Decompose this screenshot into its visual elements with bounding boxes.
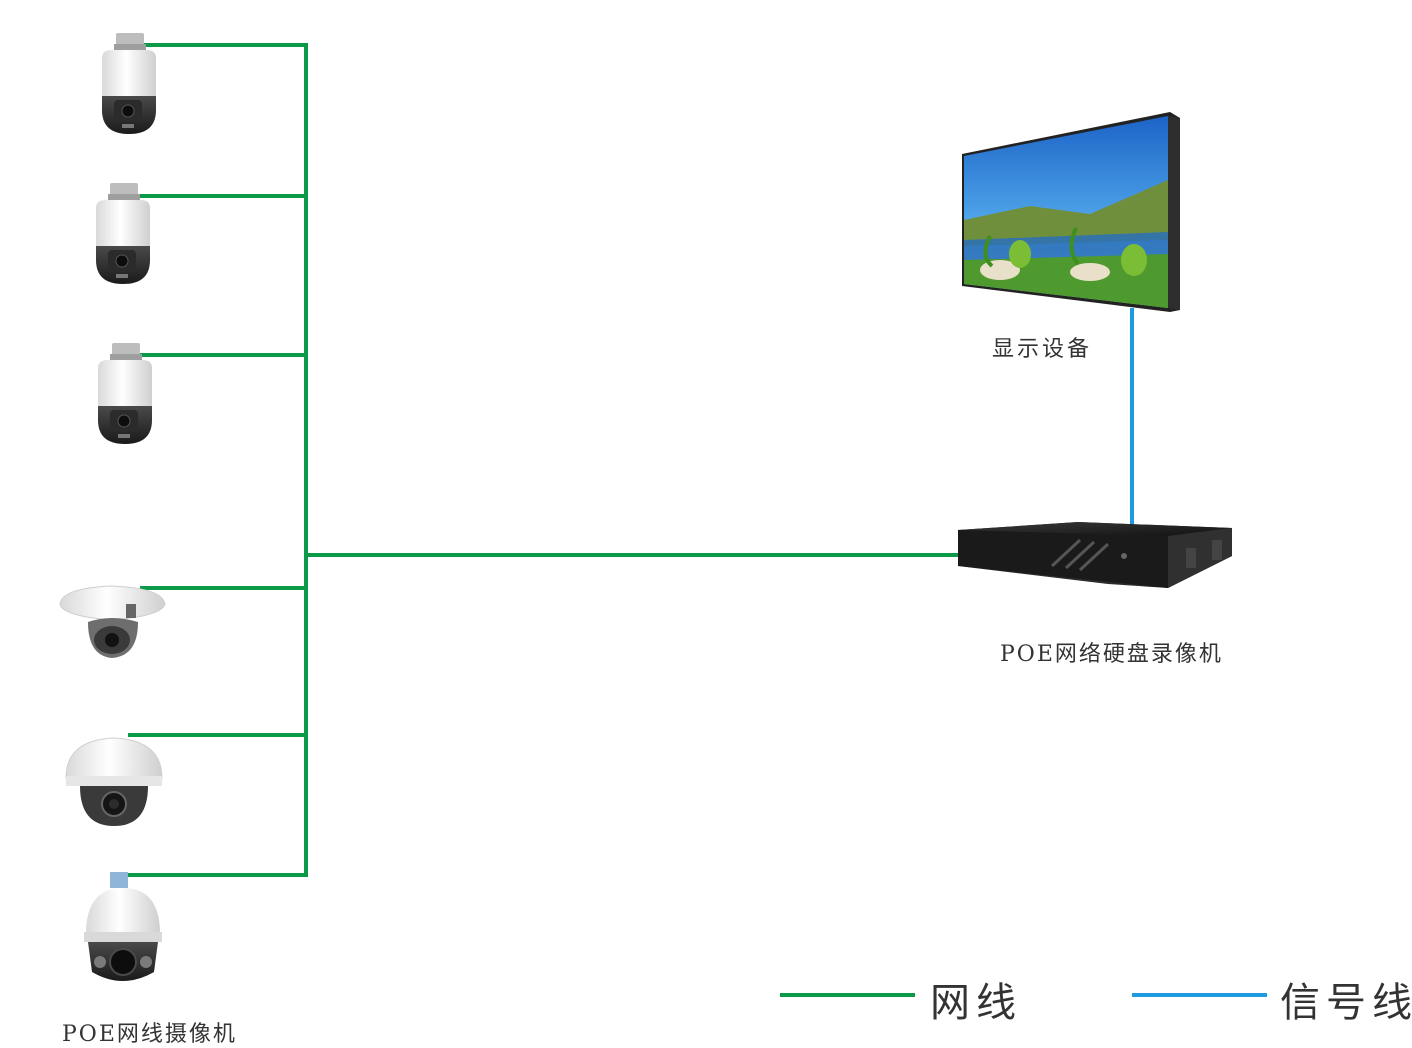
nvr-label: POE网络硬盘录像机 [1000, 642, 1223, 667]
dome-camera-icon [59, 585, 166, 658]
speed-dome-camera-icon [84, 872, 162, 981]
display-device-label: 显示设备 [992, 337, 1093, 362]
dome-camera-icon [65, 737, 163, 826]
network-lines [118, 43, 958, 877]
ptz-camera-icon [98, 343, 152, 444]
legend-signal-label: 信号线 [1280, 980, 1412, 1026]
legend-network-label: 网线 [930, 980, 1022, 1026]
display-screen-icon [962, 112, 1180, 312]
ptz-camera-icon [96, 183, 150, 284]
ptz-camera-icon [102, 33, 156, 134]
camera-label: POE网线摄像机 [62, 1022, 237, 1047]
nvr-recorder-icon [958, 522, 1232, 588]
